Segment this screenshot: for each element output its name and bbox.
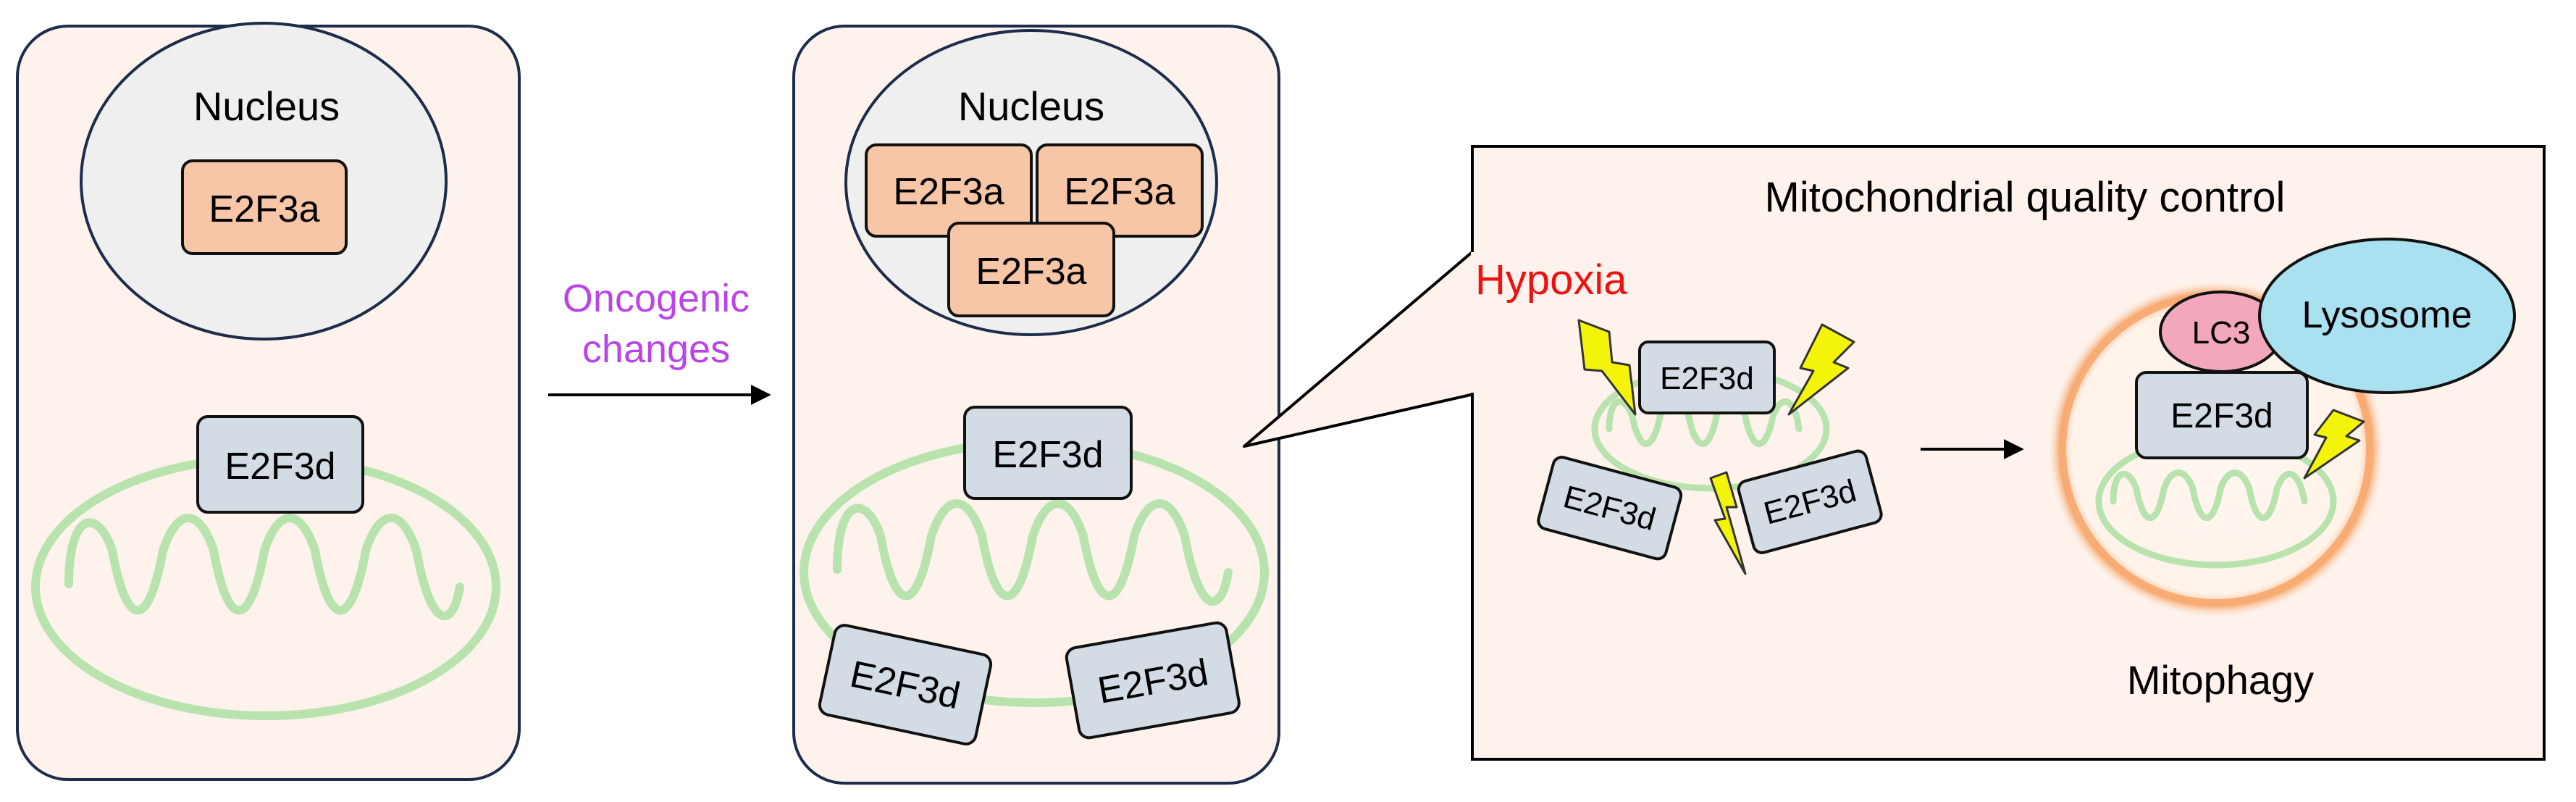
stressed-protein-1-label: E2F3d xyxy=(1660,361,1754,396)
transition-label-line2: changes xyxy=(582,327,730,371)
lightning-bolt-icon xyxy=(1787,323,1855,416)
lightning-bolt-icon xyxy=(2303,409,2365,480)
transition: Oncogenic changes xyxy=(548,277,771,405)
lc3: LC3 xyxy=(2159,291,2283,373)
hypoxia-label: Hypoxia xyxy=(1475,256,1627,304)
protein-e2f3d-after-3: E2F3d xyxy=(1065,621,1241,740)
mitophagy-label: Mitophagy xyxy=(2127,657,2314,703)
protein-e2f3a-3-label: E2F3a xyxy=(976,251,1086,293)
protein-e2f3d-after-1: E2F3d xyxy=(963,406,1133,500)
protein-e2f3d-before-label: E2F3d xyxy=(225,446,335,488)
protein-e2f3d-after-2: E2F3d xyxy=(818,624,993,745)
stressed-protein-2: E2F3d xyxy=(1537,456,1683,561)
lysosome: Lysosome xyxy=(2258,238,2516,394)
protein-e2f3d-after-1-label: E2F3d xyxy=(992,434,1103,476)
inset-title: Mitochondrial quality control xyxy=(1765,174,2286,221)
lc3-label: LC3 xyxy=(2192,315,2251,351)
protein-e2f3a-2: E2F3a xyxy=(1036,143,1204,238)
transition-label-line1: Oncogenic xyxy=(563,277,750,320)
inset-panel: Mitochondrial quality control Hypoxia E2… xyxy=(1471,145,2546,761)
protein-e2f3a-3: E2F3a xyxy=(947,222,1115,317)
protein-e2f3a-1: E2F3a xyxy=(865,143,1033,238)
protein-e2f3a-2-label: E2F3a xyxy=(1064,171,1175,213)
lysosome-label: Lysosome xyxy=(2302,294,2472,336)
lightning-bolt-icon xyxy=(1709,471,1747,575)
stressed-protein-1: E2F3d xyxy=(1638,341,1776,414)
nucleus-before-label: Nucleus xyxy=(193,83,340,129)
cell-after: Nucleus E2F3a E2F3a E2F3a E2F3d E2F3d E2… xyxy=(792,25,1280,785)
protein-e2f3a-label: E2F3a xyxy=(209,188,319,230)
protein-e2f3a: E2F3a xyxy=(181,159,348,255)
protein-e2f3d-before: E2F3d xyxy=(196,415,364,514)
protein-e2f3a-1-label: E2F3a xyxy=(893,171,1004,213)
lightning-bolt-icon xyxy=(1577,319,1637,416)
nucleus-after-label: Nucleus xyxy=(958,83,1104,129)
mitophagy-protein: E2F3d xyxy=(2135,371,2309,459)
cell-before: Nucleus E2F3a E2F3d xyxy=(16,22,521,781)
stressed-protein-3: E2F3d xyxy=(1737,449,1883,554)
mitophagy-protein-label: E2F3d xyxy=(2170,397,2273,435)
